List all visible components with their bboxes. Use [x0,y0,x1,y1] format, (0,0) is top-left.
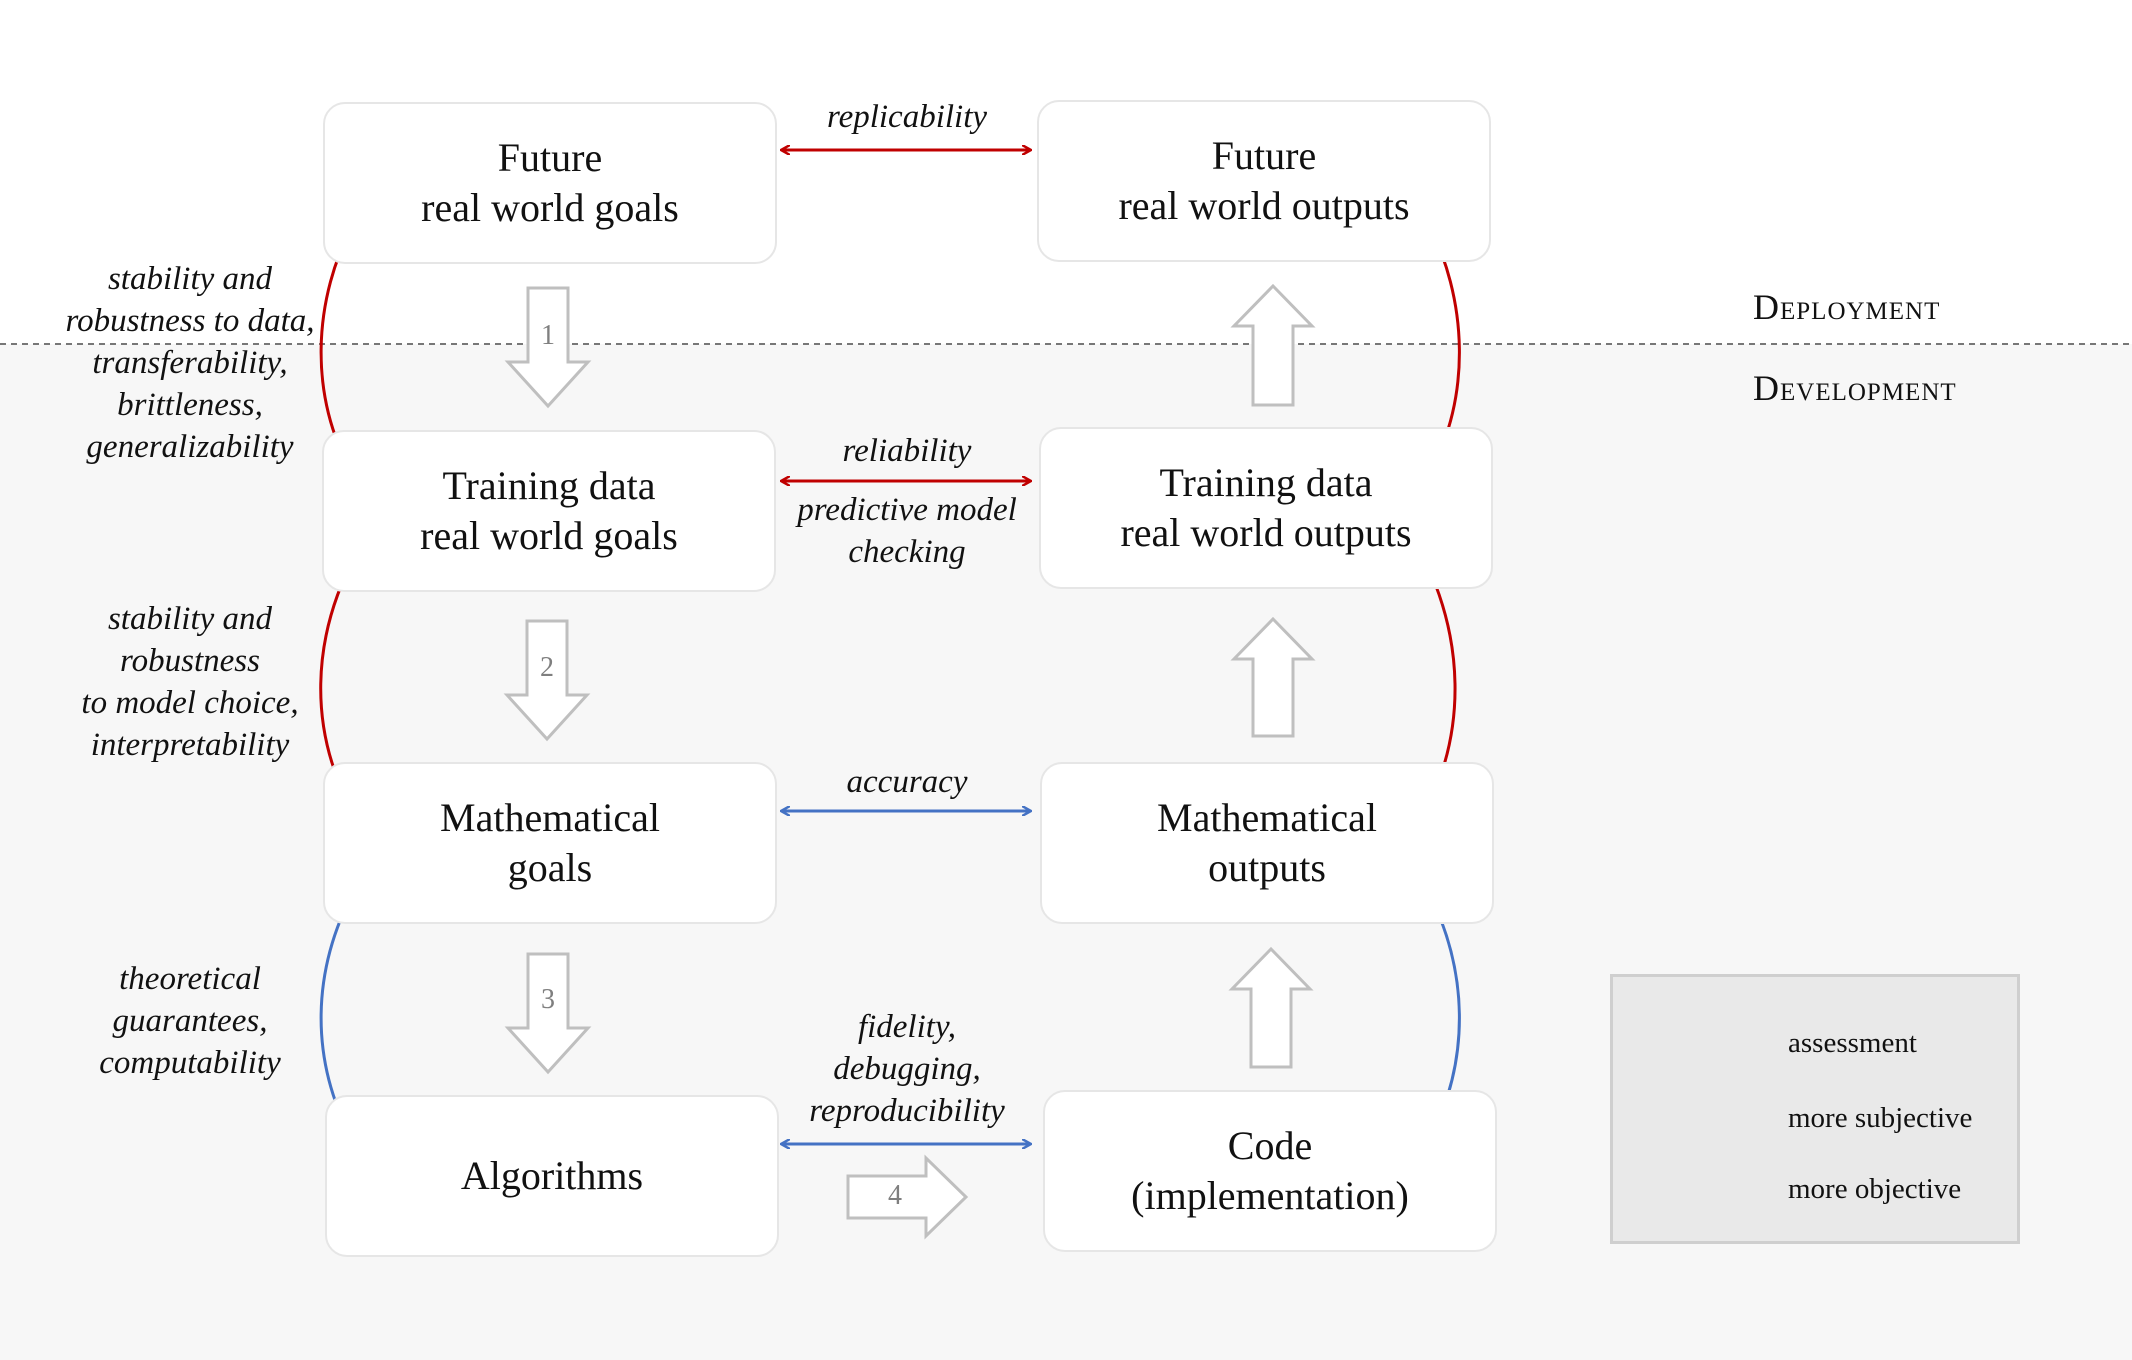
step-number-1: 1 [541,320,555,351]
side-label-line: theoretical [119,961,261,997]
legend-subjective-label: more subjective [1788,1102,1973,1134]
side-label-line: stability and [107,261,273,297]
box-line: real world outputs [1118,183,1410,228]
box-future-real-world-outputs: Future real world outputs [1037,100,1491,262]
block-arrow-icon-step-2 [503,619,591,742]
step-number-3: 3 [541,984,555,1015]
box-training-data-real-world-outputs: Training data real world outputs [1039,427,1493,589]
block-arrow-icon-step-3 [504,952,592,1075]
label-accuracy: accuracy [846,764,968,800]
side-label-line: generalizability [86,429,294,465]
side-label-theoretical: theoretical guarantees, computability [40,958,340,1084]
box-mathematical-goals: Mathematical goals [323,762,777,924]
up-arrow-training [1230,616,1316,738]
section-deployment: Deployment [1753,287,1941,327]
box-line: Mathematical [1157,795,1377,840]
box-algorithms: Algorithms [325,1095,779,1257]
box-line: Algorithms [460,1153,644,1198]
label-predictive-model: predictive model [797,492,1017,528]
box-line: real world outputs [1120,510,1412,555]
side-label-line: brittleness, [117,387,263,423]
label-debugging: debugging, [833,1051,981,1087]
box-line: Code [1227,1123,1313,1168]
side-label-line: transferability, [92,345,288,381]
side-label-line: robustness to data, [65,303,315,339]
box-code-implementation: Code (implementation) [1043,1090,1497,1252]
label-reproducibility: reproducibility [809,1093,1005,1129]
box-line: Training data [1159,460,1373,505]
label-checking: checking [848,534,966,570]
box-line: goals [507,845,593,890]
label-reliability: reliability [842,433,972,469]
box-line: Future [497,135,603,180]
step-number-4: 4 [888,1180,902,1211]
up-arrow-future [1230,283,1316,407]
legend-objective-label: more objective [1788,1173,1962,1205]
side-label-line: to model choice, [81,685,299,721]
up-arrow-math [1228,946,1314,1069]
step-number-2: 2 [540,652,554,683]
legend-assessment-label: assessment [1788,1027,1917,1059]
label-replicability: replicability [826,99,988,135]
box-line: outputs [1208,845,1326,890]
side-label-line: guarantees, [112,1003,268,1039]
box-training-data-real-world-goals: Training data real world goals [322,430,776,592]
box-line: real world goals [421,185,679,230]
block-arrow-icon-step-4 [846,1154,969,1240]
label-fidelity: fidelity, [857,1009,957,1045]
block-arrow-icon-step-1 [504,286,592,409]
box-line: Mathematical [440,795,660,840]
side-label-line: stability and [107,601,273,637]
side-label-line: interpretability [90,727,290,763]
legend: assessment more subjective more objectiv… [1610,974,2020,1244]
side-label-stability-model: stability and robustness to model choice… [40,598,340,766]
box-future-real-world-goals: Future real world goals [323,102,777,264]
box-line: real world goals [420,513,678,558]
side-label-line: computability [99,1045,281,1081]
side-label-stability-data: stability and robustness to data, transf… [40,258,340,468]
box-mathematical-outputs: Mathematical outputs [1040,762,1494,924]
box-line: Training data [442,463,656,508]
section-development: Development [1753,368,1957,408]
side-label-line: robustness [120,643,260,679]
box-line: (implementation) [1131,1173,1409,1218]
box-line: Future [1211,133,1317,178]
